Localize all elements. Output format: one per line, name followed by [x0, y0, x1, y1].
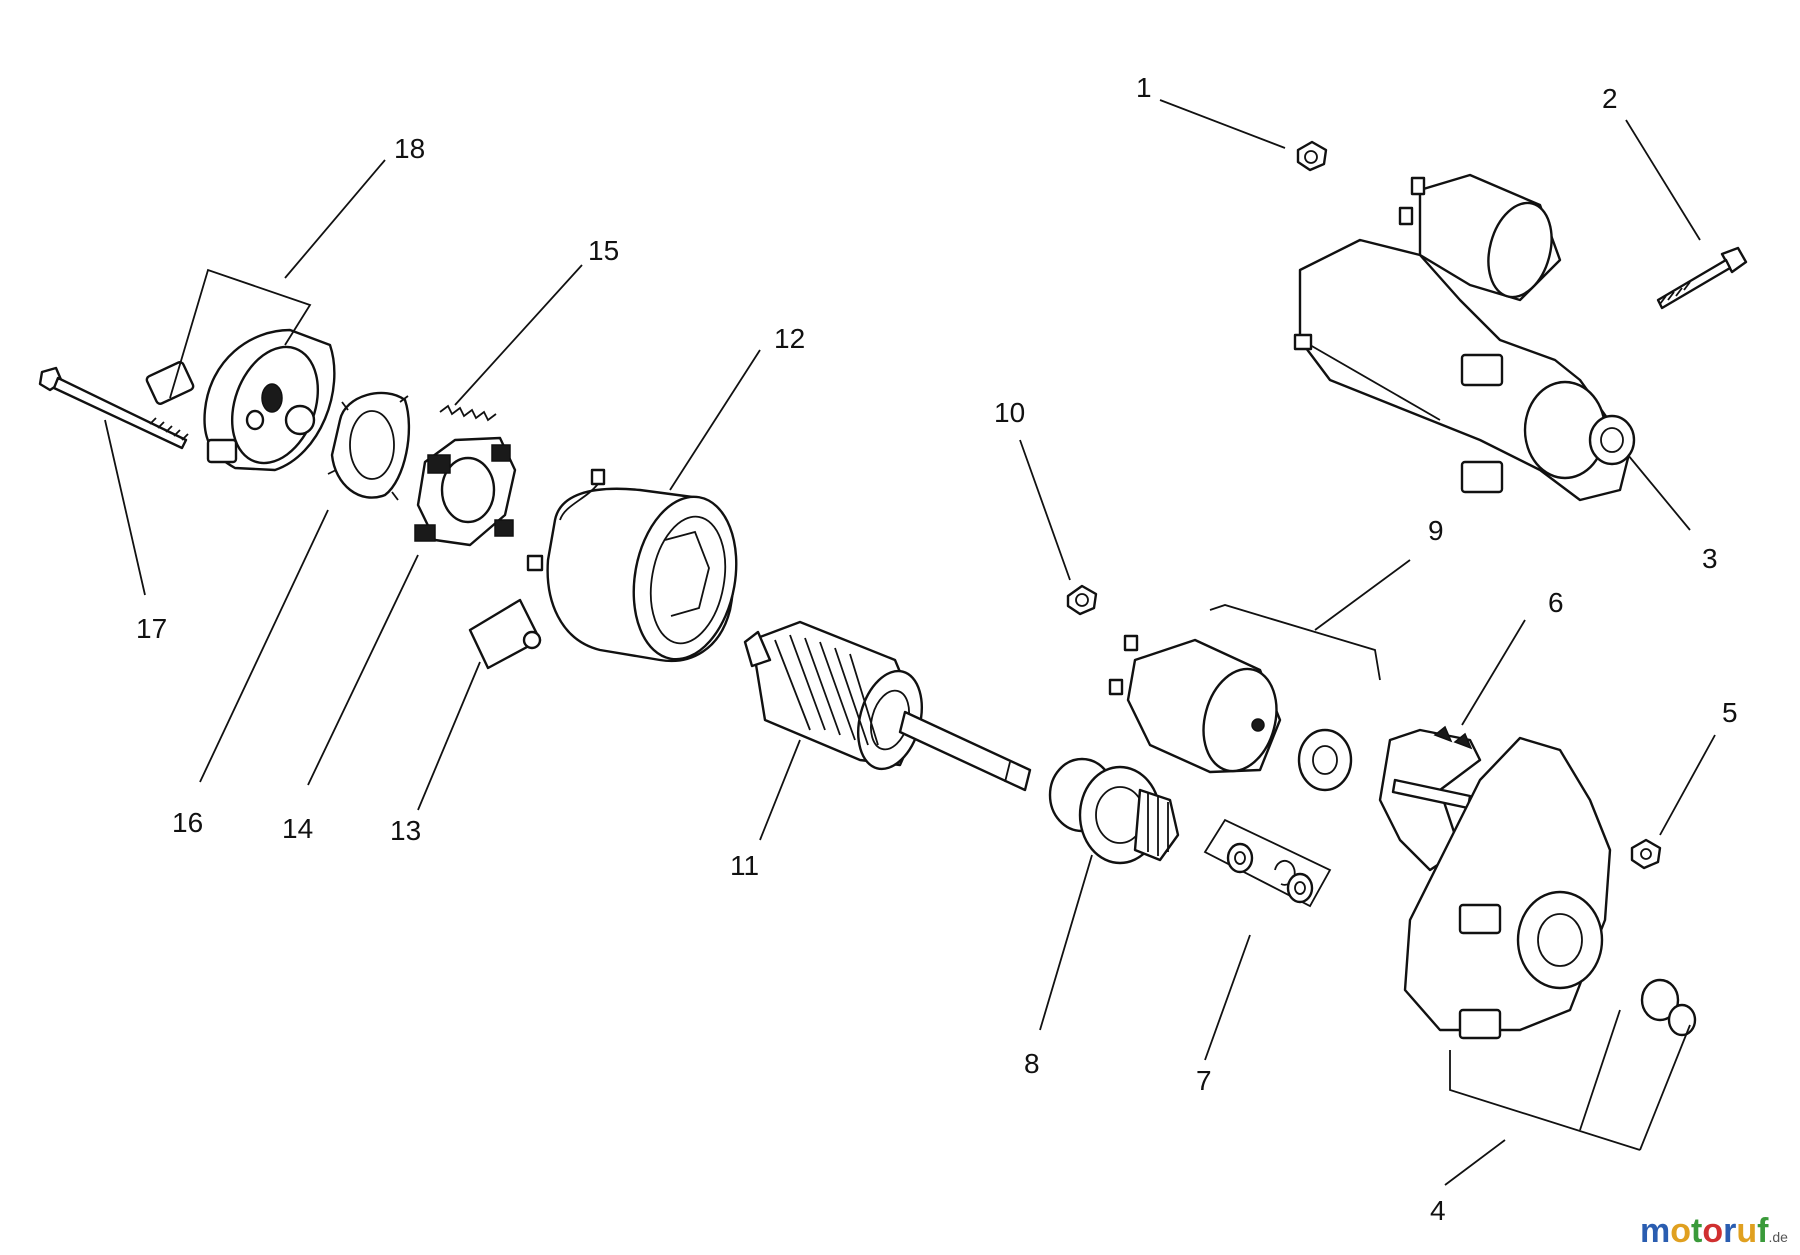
- part-15-spring: [439, 404, 497, 422]
- watermark-letter: m: [1640, 1212, 1670, 1250]
- watermark-letter: t: [1691, 1212, 1702, 1250]
- part-8-pinion-clutch: [1048, 757, 1180, 865]
- callout-4: 4: [1430, 1195, 1446, 1226]
- part-18-rear-cover: [145, 328, 336, 472]
- leader-8: [1039, 854, 1093, 1031]
- part-1-nut: [1296, 140, 1328, 172]
- callout-1: 1: [1136, 72, 1152, 103]
- bracket-9: [1209, 604, 1381, 681]
- leader-18: [284, 159, 386, 279]
- watermark-text: motoruf.de: [1640, 1212, 1788, 1250]
- callout-18: 18: [394, 133, 425, 164]
- callout-11: 11: [730, 850, 759, 881]
- callout-13: 13: [390, 815, 421, 846]
- leader-11: [759, 739, 801, 841]
- callout-14: 14: [282, 813, 313, 844]
- part-9-solenoid: [1108, 634, 1353, 792]
- leader-10: [1019, 439, 1071, 581]
- callout-17: 17: [136, 613, 167, 644]
- part-16-plate: [327, 391, 411, 501]
- bracket-18: [169, 268, 312, 399]
- part-2-bolt: [1656, 246, 1748, 310]
- callout-8: 8: [1024, 1048, 1040, 1079]
- leader-13: [417, 661, 481, 811]
- watermark-suffix: .de: [1768, 1229, 1788, 1245]
- leader-14: [307, 554, 419, 786]
- watermark-letter: r: [1723, 1212, 1736, 1250]
- part-14-brush-holder: [414, 436, 517, 547]
- leader-1: [1159, 99, 1286, 149]
- callout-7: 7: [1196, 1065, 1212, 1096]
- part-7-washers: [1203, 818, 1332, 908]
- part-4-drive-housing: [1403, 736, 1697, 1151]
- leader-4: [1444, 1139, 1506, 1186]
- part-3-starter-assembly: [1293, 173, 1636, 502]
- part-10-nut: [1066, 584, 1098, 616]
- leader-5: [1659, 734, 1716, 836]
- callout-12: 12: [774, 323, 805, 354]
- watermark-letter: f: [1757, 1212, 1769, 1250]
- leader-16: [199, 509, 329, 783]
- leader-lines: [104, 99, 1716, 1186]
- leader-15: [454, 264, 583, 406]
- part-5-nut: [1630, 838, 1662, 870]
- part-11-armature: [743, 620, 1032, 792]
- leader-12: [669, 349, 761, 491]
- leader-3: [1627, 454, 1691, 531]
- watermark-letter: u: [1736, 1212, 1757, 1250]
- watermark-letter: o: [1702, 1212, 1723, 1250]
- watermark: motoruf.de: [1640, 1212, 1788, 1250]
- leader-6: [1461, 619, 1526, 726]
- part-17-through-bolt: [38, 366, 189, 450]
- leader-9: [1314, 559, 1411, 631]
- part-12-yoke: [526, 468, 738, 663]
- callout-6: 6: [1548, 587, 1564, 618]
- callout-15: 15: [588, 235, 619, 266]
- callout-9: 9: [1428, 515, 1444, 546]
- watermark-letter: o: [1670, 1212, 1691, 1250]
- leader-7: [1204, 934, 1251, 1061]
- callout-16: 16: [172, 807, 203, 838]
- callout-labels: 1 2 3 4 5 6 7 8 9 10 11 12 13 14 15 16 1…: [136, 72, 1738, 1226]
- callout-5: 5: [1722, 697, 1738, 728]
- callout-10: 10: [994, 397, 1025, 428]
- leader-2: [1625, 119, 1701, 241]
- callout-3: 3: [1702, 543, 1718, 574]
- part-13-gasket: [468, 598, 542, 670]
- callout-2: 2: [1602, 83, 1618, 114]
- leader-17: [104, 419, 146, 596]
